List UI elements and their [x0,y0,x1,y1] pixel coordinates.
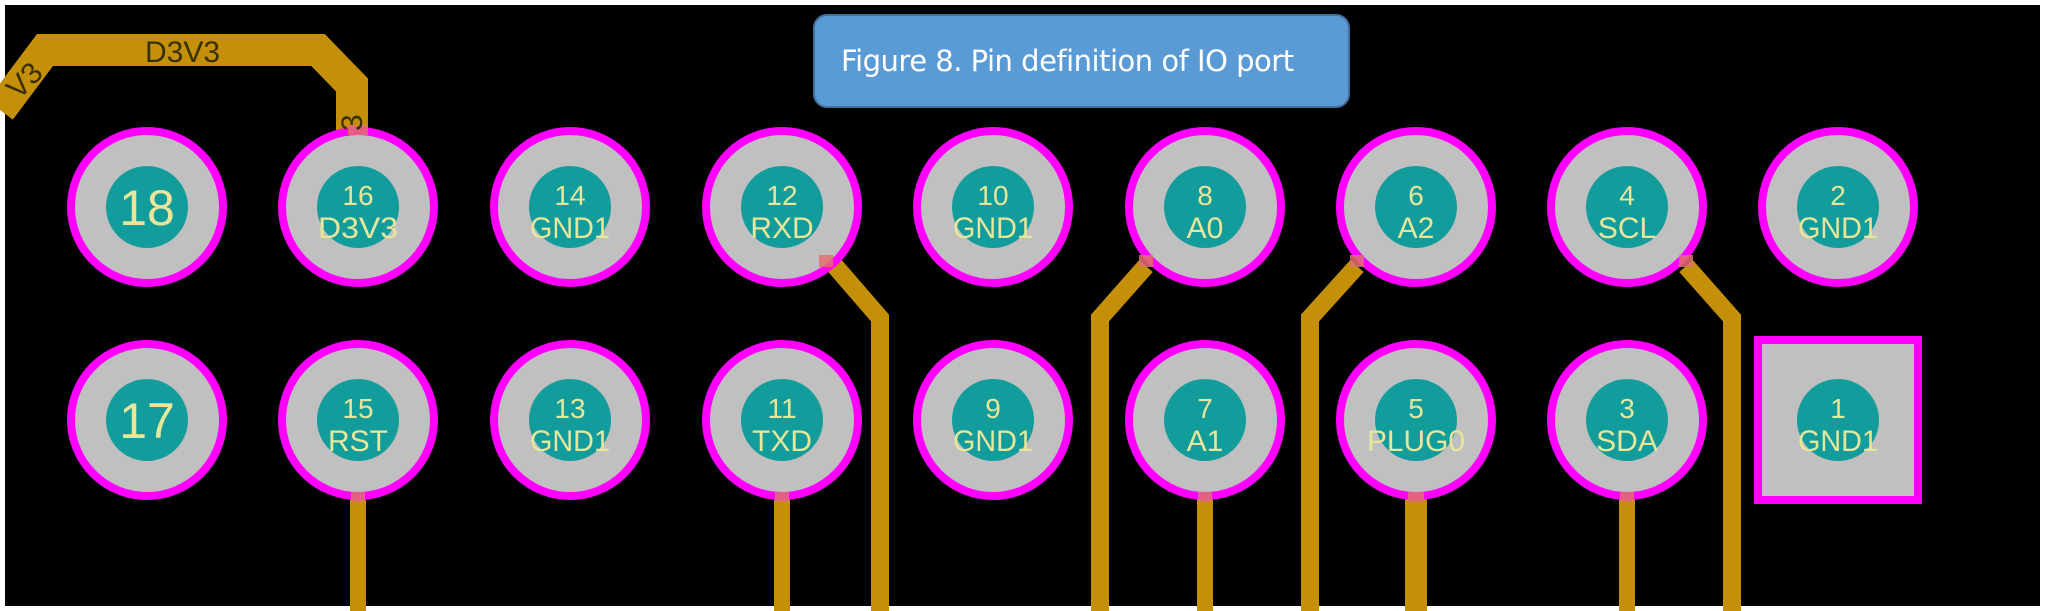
pin-18: 18 [67,127,227,287]
trace-a0 [1091,260,1153,611]
pin-net-name: GND1 [530,425,610,458]
pin-number: 7 [1197,393,1213,424]
trace-pad-junction [819,255,833,267]
trace-d3v3 [0,34,368,135]
figure-caption: Figure 8. Pin definition of IO port [841,44,1294,78]
pin-number: 13 [554,393,585,424]
trace-pad-junction [1198,492,1212,502]
pin-net-name: TXD [752,425,812,458]
pin-net-name: GND1 [1798,425,1878,458]
pin-8: 8A0 [1125,127,1285,287]
pin-7: 7A1 [1125,340,1285,500]
drill-hole [1586,166,1668,248]
pin-number: 11 [767,393,796,424]
figure-caption-box: Figure 8. Pin definition of IO port [813,14,1350,108]
pin-number: 17 [119,393,175,449]
pin-number: 12 [766,180,797,211]
drill-hole [1164,379,1246,461]
drill-hole [952,166,1034,248]
trace-a2 [1301,259,1364,611]
drill-hole [1797,166,1879,248]
pin-number: 3 [1619,393,1635,424]
drill-hole [1586,379,1668,461]
trace-pad-junction [1620,492,1634,502]
drill-hole [741,379,823,461]
pin-number: 8 [1197,180,1213,211]
pin-net-name: GND1 [953,425,1033,458]
pin-net-name: GND1 [1798,212,1878,245]
trace-label-d3v3-drop: 3 [336,114,369,131]
pin-number: 6 [1408,180,1424,211]
pin-net-name: A0 [1187,212,1224,245]
pin-net-name: GND1 [953,212,1033,245]
pin-net-name: A2 [1398,212,1435,245]
pin-net-name: SDA [1596,425,1658,458]
drill-hole [317,379,399,461]
pin-net-name: SCL [1598,212,1656,245]
trace-rxd [828,260,889,611]
trace-pad-junction [1139,255,1153,267]
trace-txd [774,490,790,611]
traces-layer [0,34,1741,611]
pin-net-name: A1 [1187,425,1224,458]
trace-plug0 [1405,490,1427,611]
pin-number: 4 [1619,180,1635,211]
trace-pad-junction [1679,255,1693,267]
drill-hole [1797,379,1879,461]
pin-net-name: D3V3 [318,212,398,245]
trace-sda [1619,490,1635,611]
pin-net-name: PLUG0 [1367,425,1465,458]
drill-hole [106,166,188,248]
drill-hole [317,166,399,248]
trace-pad-junction [775,492,789,502]
pin-number: 2 [1830,180,1846,211]
drill-hole [1375,379,1457,461]
pin-number: 14 [554,180,585,211]
drill-hole [741,166,823,248]
pin-number: 1 [1830,393,1846,424]
pin-number: 9 [985,393,1001,424]
trace-a1 [1197,490,1213,611]
drill-hole [106,379,188,461]
trace-pad-junction [348,125,368,135]
pin-net-name: RXD [750,212,813,245]
pin-number: 18 [119,180,175,236]
drill-hole [1375,166,1457,248]
trace-label-d3v3: D3V3 [145,36,220,69]
pin-number: 10 [977,180,1008,211]
pin-number: 5 [1408,393,1424,424]
pin-number: 15 [342,393,373,424]
pin-17: 17 [67,340,227,500]
drill-hole [529,166,611,248]
pin-net-name: GND1 [530,212,610,245]
trace-pad-junction [351,492,365,502]
trace-rst [350,490,366,611]
pin-6: 6A2 [1336,127,1496,287]
trace-pad-junction [1350,255,1364,267]
drill-hole [529,379,611,461]
trace-scl [1679,260,1741,611]
trace-pad-junction [1408,492,1424,502]
drill-hole [1164,166,1246,248]
pin-number: 16 [342,180,373,211]
drill-hole [952,379,1034,461]
pin-net-name: RST [328,425,388,458]
